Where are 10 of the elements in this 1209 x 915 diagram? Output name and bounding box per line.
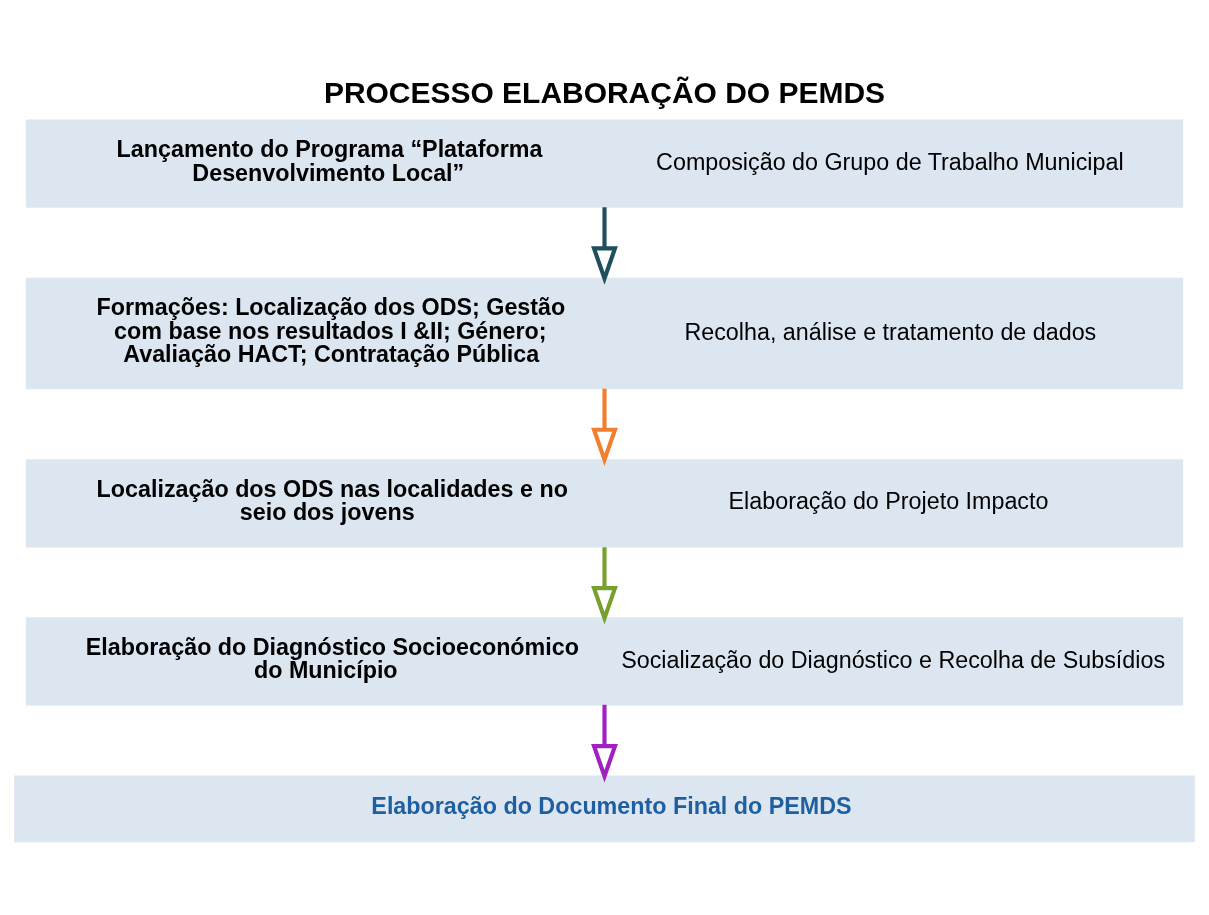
node-box: Formações: Localização dos ODS; Gestão com base nos resultados I &II; Género; Avaliação HACT; Contratação Pública Recolha, análise e tratamento de dados [25, 277, 1184, 390]
diagram-title: PROCESSO ELABORAÇÃO DO PEMDS [323, 75, 886, 109]
node-box: Elaboração do Documento Final do PEMDS [14, 775, 1195, 843]
node-box: Localização dos ODS nas localidades e no seio dos jovens Elaboração do Projeto Impacto [25, 459, 1184, 548]
node-box: Lançamento do Programa “Plataforma Desenvolvimento Local” Composição do Grupo de Trabalho Municipal [25, 119, 1184, 208]
arrow [591, 207, 618, 285]
arrow [591, 388, 618, 467]
arrow [591, 547, 618, 625]
node-box: Elaboração do Diagnóstico Socioeconómico do Município Socialização do Diagnóstico e Recolha de Subsídios [25, 617, 1184, 706]
arrow [591, 704, 618, 783]
